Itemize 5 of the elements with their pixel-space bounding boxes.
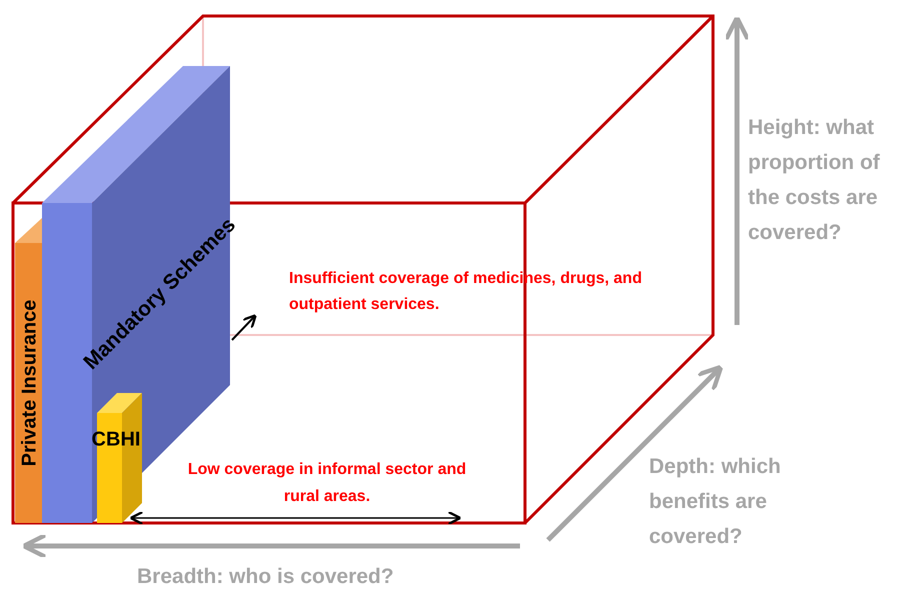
axis-label: Breadth: who is covered? (137, 564, 394, 590)
bar-label: Private Insurance (18, 300, 42, 466)
axis-label: Depth: which benefits are covered? (649, 454, 782, 550)
callout-text: Low coverage in informal sector and rural areas. (186, 460, 468, 507)
axis-label: Height: what proportion of the costs are covered? (748, 115, 881, 246)
